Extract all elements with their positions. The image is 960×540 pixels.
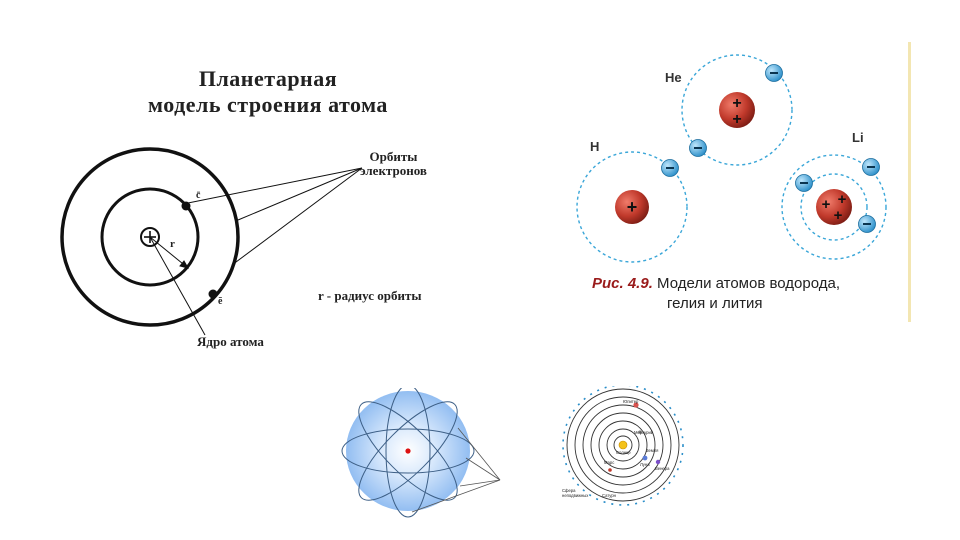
helium-orbit [681,54,793,166]
lithium-orbit-outer [781,154,887,260]
figure-caption: Рис. 4.9. Модели атомов водорода, гелия … [592,274,882,314]
nucleus-label: Ядро атома [197,334,264,349]
outer-orbit [60,147,240,327]
hydrogen-nucleus: + [615,190,649,224]
helium-nucleus: + + [719,92,755,128]
orbits-label-line2: электронов [360,163,427,178]
nucleus-pointer [149,236,206,336]
svg-text:+: + [732,95,741,112]
orbit-pointer-3 [231,167,363,266]
caption-figure-number: Рис. 4.9. [592,275,653,292]
solar-system-diagram: Юпитер Меркурий Солнце Земля Марс Венера… [560,386,688,506]
planetary-title: Планетарная модель строения атома [118,66,418,118]
electron-cloud-diagram [341,388,501,518]
caption-line1: Рис. 4.9. Модели атомов водорода, [592,274,882,294]
radius-symbol: r [170,238,175,250]
svg-text:+: + [627,197,638,217]
mars-label: Марс [604,460,614,465]
electron-symbol-c: c̄ [196,190,201,201]
sun-label: Солнце [616,450,631,455]
mercury-label: Меркурий [634,430,654,435]
earth-label: Земля [646,448,658,453]
moon-label: Луна [640,462,650,467]
electron-inner [181,201,191,211]
electron-outer [208,289,218,299]
planetary-title-line2: модель строения атома [148,92,388,117]
svg-text:+: + [834,207,843,224]
sphere-label-1: Сфера [562,488,576,493]
radius-line [149,236,189,269]
planetary-title-line1: Планетарная [198,66,338,91]
svg-text:+: + [838,191,847,208]
sphere-label-2: неподвижных [562,493,589,498]
inner-orbit [100,187,200,287]
saturn-label: Сатурн [602,493,617,498]
radius-note: r - радиус орбиты [318,288,422,303]
earth-icon [642,455,648,461]
caption-text-1: Модели атомов водорода, [657,275,840,292]
mars-icon [608,468,612,472]
orbit-pointer-1 [187,167,363,204]
lithium-nucleus: + + + [816,189,852,225]
lithium-orbit-inner [800,173,868,241]
svg-text:+: + [732,111,741,128]
electron-symbol-e: ē [218,296,223,307]
orbits-label-line1: Орбиты [369,149,418,164]
lithium-label: Li [852,130,864,145]
helium-label: He [665,70,682,85]
jupiter-label: Юпитер [623,399,639,404]
decorative-bar [908,42,911,322]
sun-icon [618,440,628,450]
orbits-label: Орбиты электронов [360,150,427,178]
venus-label: Венера [655,466,670,471]
caption-text-2: гелия и лития [667,295,763,312]
cloud-nucleus [405,448,411,454]
nucleus [140,227,160,247]
svg-text:+: + [822,196,831,213]
hydrogen-label: H [590,139,600,154]
hydrogen-orbit [576,151,688,263]
orbit-pointer-2 [237,167,363,221]
venus-icon [655,459,661,465]
mercury-icon [638,430,642,434]
jupiter-icon [633,402,639,408]
